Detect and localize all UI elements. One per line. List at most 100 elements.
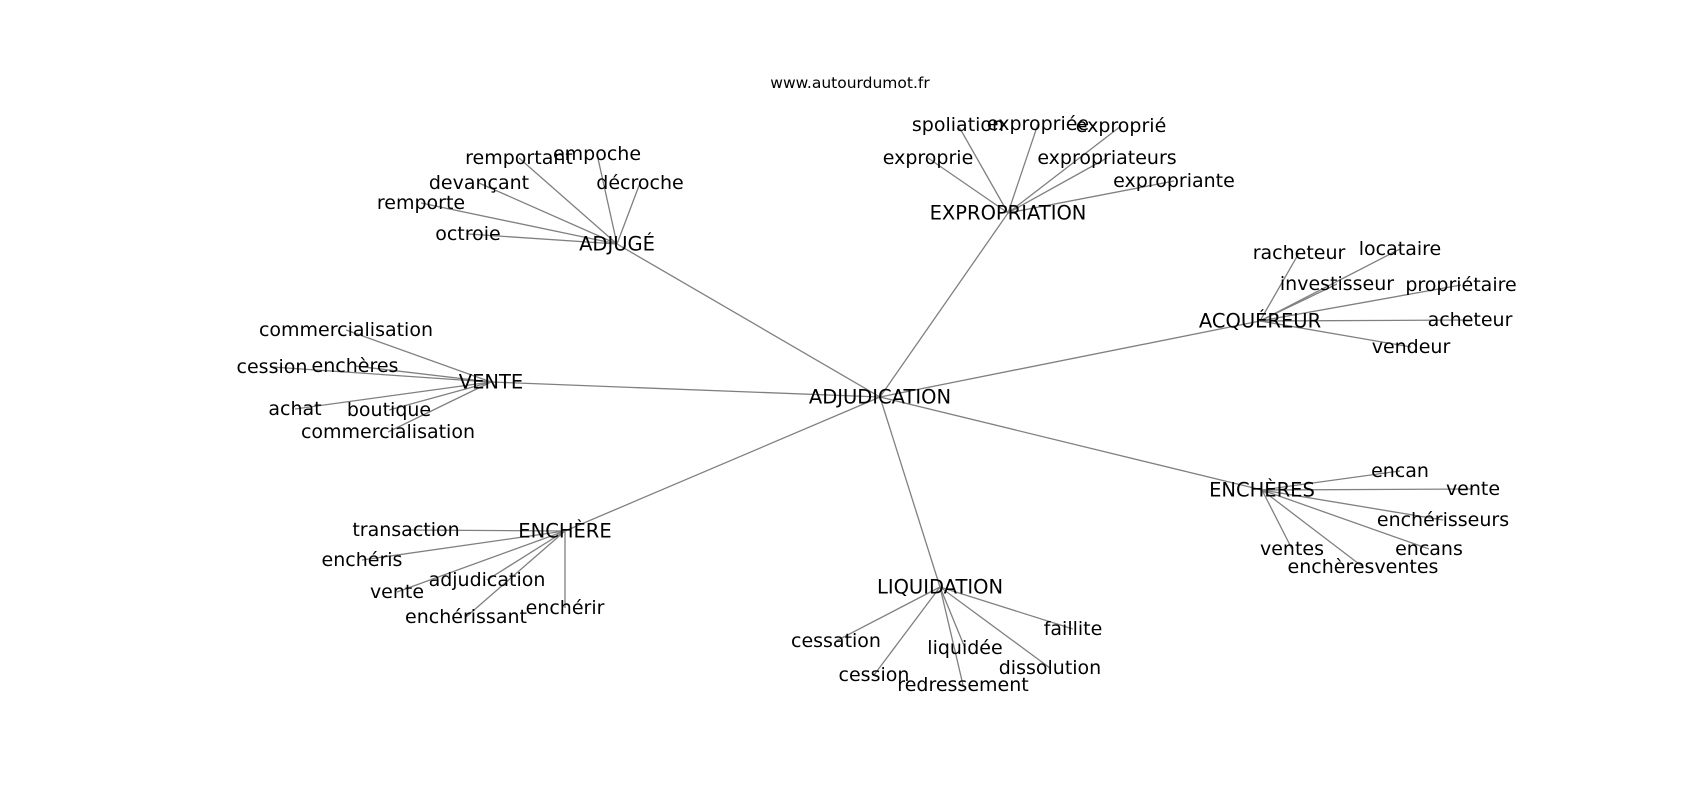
- edge-hub-to-word: [518, 157, 618, 245]
- edge-hub-to-word: [294, 381, 492, 410]
- word-node: commercialisation: [301, 421, 475, 443]
- edges: [271, 123, 1474, 686]
- edge-hub-to-word: [939, 586, 964, 686]
- labels: www.autourdumot.fr ADJUDICATION remporta…: [237, 74, 1517, 696]
- word-node: décroche: [596, 172, 683, 194]
- hub-node: EXPROPRIATION: [930, 202, 1087, 225]
- edge-hub-to-word: [405, 529, 566, 532]
- word-node: vendeur: [1372, 336, 1451, 358]
- edge-hub-to-word: [1261, 488, 1474, 491]
- edge-hub-to-word: [467, 233, 618, 245]
- edge-center-to-hub: [616, 243, 881, 398]
- site-label: www.autourdumot.fr: [770, 74, 930, 92]
- edge-hub-to-word: [1261, 489, 1444, 521]
- word-node: achat: [268, 398, 321, 420]
- word-node: remportant: [465, 147, 573, 169]
- edge-hub-to-word: [1261, 489, 1364, 568]
- edge-hub-to-word: [1259, 320, 1412, 348]
- word-node: cession: [839, 664, 910, 686]
- edge-center-to-hub: [879, 320, 1261, 398]
- word-node: enchérir: [526, 597, 605, 619]
- edge-hub-to-word: [1259, 284, 1462, 322]
- edge-hub-to-word: [486, 530, 566, 581]
- word-node: exproprié: [1076, 115, 1167, 137]
- word-node: spoliation: [912, 114, 1004, 136]
- edge-hub-to-word: [396, 530, 566, 593]
- word-node: expropriée: [987, 113, 1089, 135]
- edge-hub-to-word: [939, 586, 1074, 630]
- edge-center-to-hub: [564, 396, 881, 532]
- word-node: enchérissant: [405, 606, 527, 628]
- hub-node: ADJUGÉ: [579, 233, 655, 256]
- word-node: liquidée: [927, 637, 1002, 659]
- word-node: vente: [1446, 478, 1500, 500]
- edge-hub-to-word: [478, 182, 618, 245]
- word-node: investisseur: [1280, 273, 1394, 295]
- edge-hub-to-word: [1259, 248, 1401, 322]
- word-node: faillite: [1044, 618, 1103, 640]
- word-node: racheteur: [1253, 242, 1346, 264]
- hub-node: LIQUIDATION: [877, 576, 1003, 599]
- word-node: encans: [1395, 538, 1463, 560]
- word-node: enchèresventes: [1288, 556, 1439, 578]
- word-node: propriétaire: [1405, 274, 1516, 296]
- edge-center-to-hub: [879, 396, 1263, 491]
- edge-hub-to-word: [939, 586, 966, 649]
- edge-hub-to-word: [1259, 252, 1300, 322]
- hub-node: VENTE: [459, 371, 523, 394]
- edge-hub-to-word: [873, 586, 941, 676]
- edge-hub-to-word: [596, 153, 618, 245]
- edge-hub-to-word: [1259, 319, 1471, 322]
- edge-hub-to-word: [271, 366, 492, 383]
- word-node: enchères: [312, 355, 399, 377]
- edge-hub-to-word: [1261, 489, 1293, 550]
- word-node: locataire: [1359, 238, 1441, 260]
- edge-hub-to-word: [1007, 125, 1122, 214]
- word-node: ventes: [1260, 538, 1324, 560]
- center-node: ADJUDICATION: [809, 386, 951, 409]
- edge-hub-to-word: [957, 124, 1009, 214]
- edge-hub-to-word: [465, 530, 566, 618]
- edge-hub-to-word: [354, 365, 492, 383]
- edge-hub-to-word: [939, 586, 1051, 669]
- edge-hub-to-word: [420, 202, 618, 245]
- edge-hub-to-word: [835, 586, 941, 642]
- word-node: adjudication: [429, 569, 546, 591]
- edge-hub-to-word: [616, 182, 641, 245]
- edge-hub-to-word: [1261, 489, 1430, 550]
- edge-hub-to-word: [345, 329, 492, 383]
- word-node: vente: [370, 581, 424, 603]
- edge-center-to-hub: [879, 212, 1009, 398]
- word-node: redressement: [897, 674, 1028, 696]
- edge-center-to-hub: [879, 396, 941, 588]
- word-node: cessation: [791, 630, 881, 652]
- word-node: commercialisation: [259, 319, 433, 341]
- edge-hub-to-word: [361, 530, 566, 561]
- word-node: expropriante: [1113, 170, 1235, 192]
- word-node: remporte: [377, 192, 465, 214]
- edge-hub-to-word: [387, 381, 492, 433]
- word-node: transaction: [352, 519, 459, 541]
- word-node: exproprie: [883, 147, 974, 169]
- word-node: octroie: [435, 223, 501, 245]
- word-node: encan: [1371, 460, 1429, 482]
- word-node: expropriateurs: [1037, 147, 1176, 169]
- edge-center-to-hub: [490, 381, 881, 398]
- word-node: boutique: [347, 399, 431, 421]
- edge-hub-to-word: [388, 381, 492, 411]
- word-node: devançant: [429, 172, 529, 194]
- word-node: empoche: [553, 143, 641, 165]
- edge-hub-to-word: [1261, 470, 1401, 491]
- word-node: enchérisseurs: [1377, 509, 1509, 531]
- hub-node: ENCHÈRE: [518, 520, 611, 543]
- word-node: dissolution: [999, 657, 1101, 679]
- hub-node: ENCHÈRES: [1209, 479, 1315, 502]
- edge-hub-to-word: [1007, 180, 1175, 214]
- hub-node: ACQUÉREUR: [1199, 310, 1321, 333]
- edge-hub-to-word: [927, 157, 1009, 214]
- word-node: acheteur: [1428, 309, 1513, 331]
- edge-hub-to-word: [1007, 157, 1108, 214]
- edge-hub-to-word: [1259, 283, 1338, 322]
